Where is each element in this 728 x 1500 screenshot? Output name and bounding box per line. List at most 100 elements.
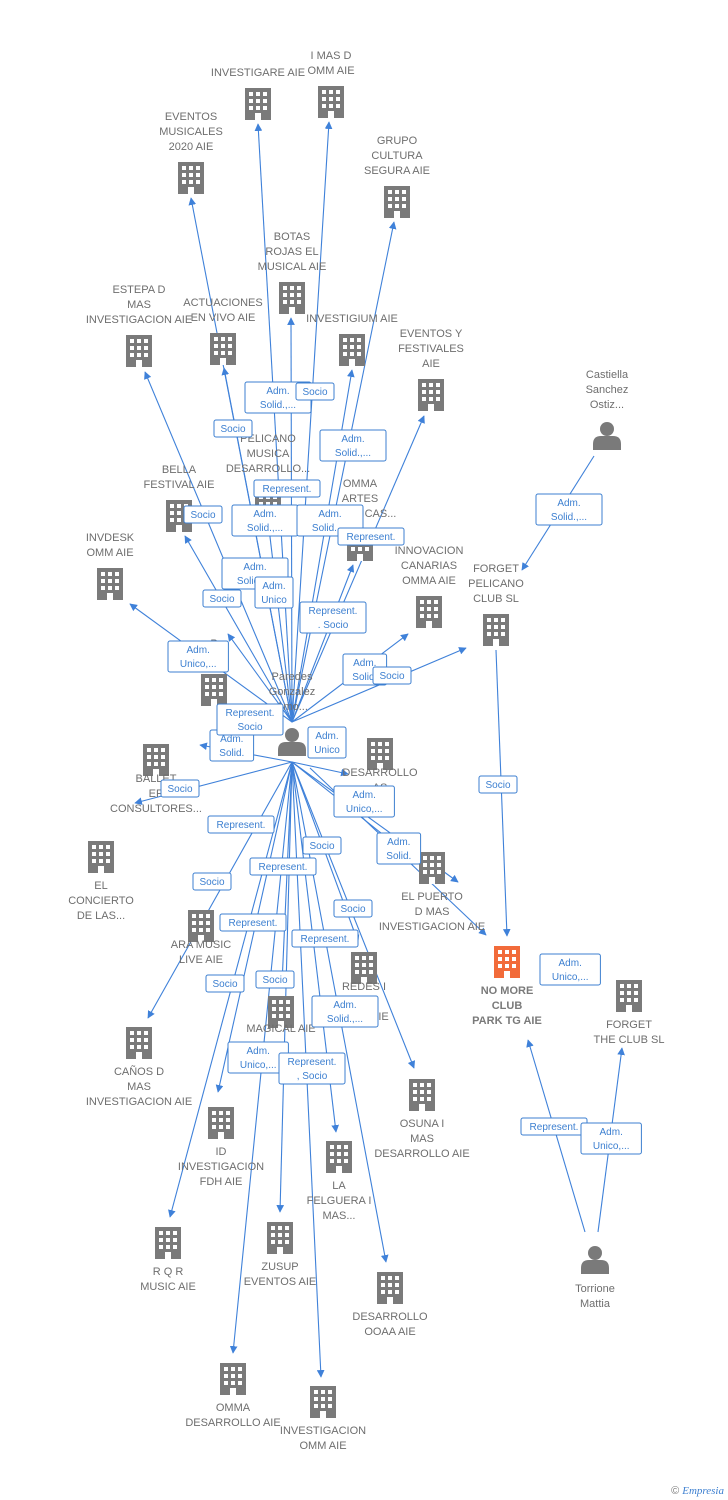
relation-badge[interactable]: Represent. (337, 527, 405, 546)
relation-badge[interactable]: Socio (295, 382, 335, 401)
node-label: CONSULTORES... (110, 803, 202, 815)
badge-text: , Socio (297, 1071, 328, 1082)
badge-text: Socio (220, 424, 245, 435)
relation-badge[interactable]: Represent.Socio (216, 703, 284, 736)
relation-badge[interactable]: Adm.Solid.,... (535, 493, 603, 526)
node-label: BELLA (162, 464, 197, 476)
relation-badge[interactable]: Socio (202, 589, 242, 608)
node-label: ARA MUSIC (171, 939, 232, 951)
relation-badge[interactable]: Adm.Unico,... (539, 953, 601, 986)
node-label: CAÑOS D (114, 1065, 164, 1078)
relation-badge[interactable]: Socio (213, 419, 253, 438)
node-label: EL (94, 880, 107, 892)
relation-badge[interactable]: Socio (160, 779, 200, 798)
relation-badge[interactable]: Represent. (291, 929, 359, 948)
relation-badge[interactable]: Adm.Solid.,... (311, 995, 379, 1028)
relation-badge[interactable]: Adm.Unico,... (580, 1122, 642, 1155)
building-icon (220, 1363, 246, 1395)
node-label: ROJAS EL (265, 246, 318, 258)
relation-badge[interactable]: Adm.Unico (307, 726, 347, 759)
node-castiella[interactable]: CastiellaSanchezOstiz... (586, 369, 629, 450)
badge-text: Socio (302, 387, 327, 398)
relation-badge[interactable]: Adm.Solid. (376, 832, 422, 865)
badge-text: Represent. (530, 1122, 579, 1133)
relation-badge[interactable]: Adm.Solid. (209, 729, 255, 762)
relation-badge[interactable]: Socio (205, 974, 245, 993)
relation-badge[interactable]: Adm.Unico (254, 576, 294, 609)
relation-badge[interactable]: Represent. (207, 815, 275, 834)
node-paredes[interactable]: ParedesGonzalezAmo... (269, 671, 315, 756)
relation-badge[interactable]: Represent. (219, 913, 287, 932)
edge-line (291, 415, 425, 723)
node-label: OMMA AIE (402, 575, 456, 587)
relation-badge[interactable]: Represent. (253, 479, 321, 498)
node-label: INVESTIGACION AIE (86, 1096, 192, 1108)
relation-badge[interactable]: Adm.Unico,... (167, 640, 229, 673)
relation-badge[interactable]: Socio (183, 505, 223, 524)
relation-badge[interactable]: Represent.. Socio (299, 601, 367, 634)
badge-text: Represent. (347, 532, 396, 543)
relation-badge[interactable]: Adm.Solid.,... (231, 504, 299, 537)
node-label: DESARROLLO (352, 1311, 428, 1323)
relation-badge[interactable]: Socio (372, 666, 412, 685)
relation-badge[interactable]: Represent., Socio (278, 1052, 346, 1085)
node-label: DESARROLLO (342, 767, 418, 779)
node-label: MAGICAL AIE (246, 1023, 315, 1035)
relation-badge[interactable]: Socio (478, 775, 518, 794)
relation-badge[interactable]: Socio (192, 872, 232, 891)
relation-badge[interactable]: Adm.Unico,... (333, 785, 395, 818)
badge-text: Adm. (559, 958, 582, 969)
edge-line (291, 564, 355, 723)
node-magical[interactable]: MAGICAL AIE (246, 996, 316, 1035)
node-label: MUSICA (247, 448, 290, 460)
node-label: CANARIAS (401, 560, 457, 572)
badge-text: Solid.,... (312, 523, 348, 534)
relation-badge[interactable]: Socio (302, 836, 342, 855)
node-investigium[interactable]: INVESTIGIUM AIE (306, 313, 398, 366)
badge-text: Adm. (318, 509, 341, 520)
badge-text: Represent. (301, 934, 350, 945)
relation-badge[interactable]: Represent. (249, 857, 317, 876)
relation-badge[interactable]: Adm.Solid.,... (319, 429, 387, 462)
badge-text: Adm. (315, 731, 338, 742)
node-pelicano-musica[interactable]: PELICANOMUSICADESARROLLO... (226, 433, 310, 516)
relation-badge[interactable]: Represent. (520, 1117, 588, 1136)
relation-badge[interactable]: Adm.Unico,... (227, 1041, 289, 1074)
relation-badge[interactable]: Adm.Solid.,... (244, 381, 312, 414)
building-icon (416, 596, 442, 628)
node-label: Paredes (272, 671, 313, 683)
node-investigare[interactable]: INVESTIGARE AIE (211, 67, 305, 120)
node-label: REDES I (342, 981, 386, 993)
relation-badge[interactable]: Socio (255, 970, 295, 989)
brand-logo[interactable]: Empresia (682, 1485, 724, 1497)
node-label: FESTIVALES (398, 343, 464, 355)
relation-badge[interactable]: Socio (333, 899, 373, 918)
building-icon (126, 1027, 152, 1059)
